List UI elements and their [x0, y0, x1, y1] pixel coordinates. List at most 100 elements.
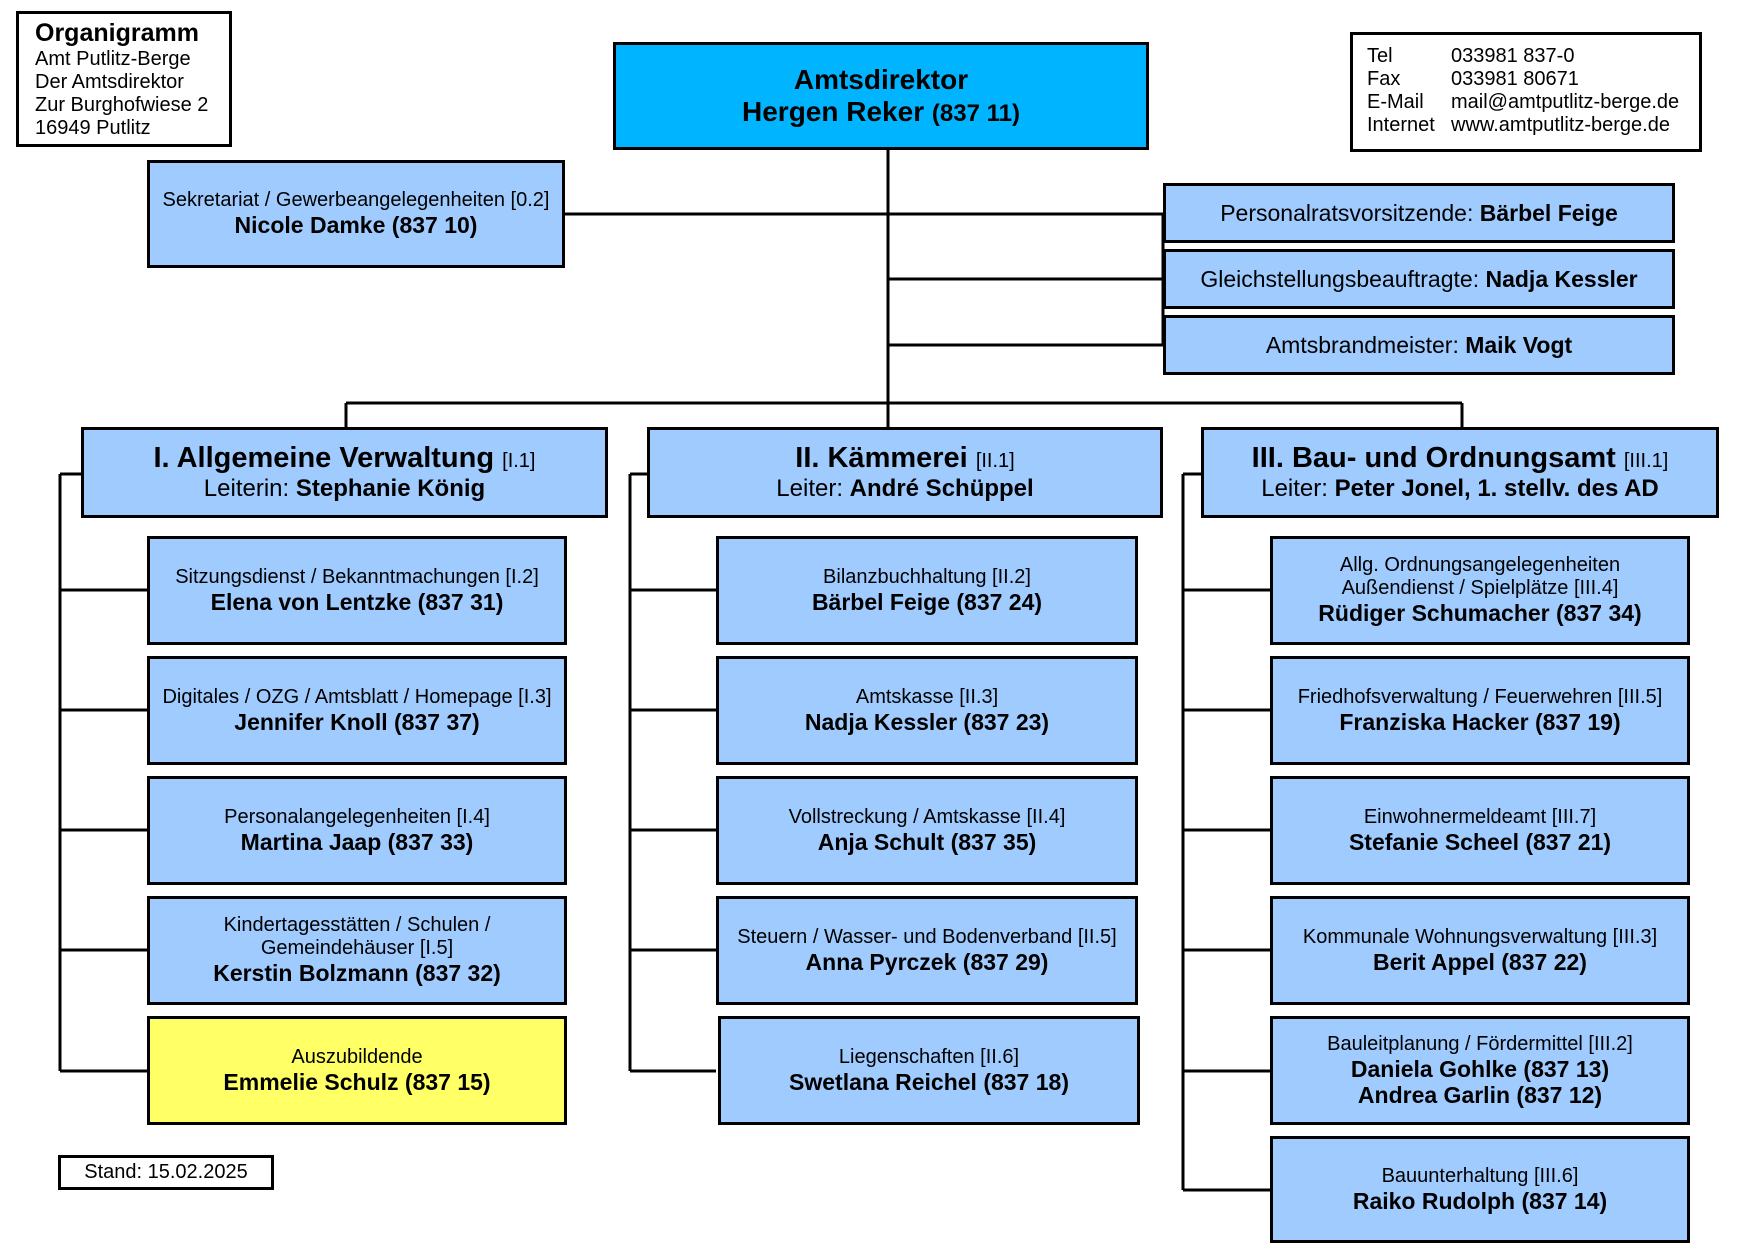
unit-label: Vollstreckung / Amtskasse [II.4] — [788, 805, 1066, 828]
department-box-1: I. Allgemeine Verwaltung [I.1] Leiterin:… — [81, 427, 608, 518]
unit-person: Anja Schult (837 35) — [817, 828, 1037, 855]
secretariat-box: Sekretariat / Gewerbeangelegenheiten [0.… — [147, 160, 565, 268]
contact-label: Fax — [1367, 68, 1401, 90]
department-head-label: Leiter: — [776, 475, 843, 503]
staff-role-person: Bärbel Feige — [1479, 199, 1618, 226]
unit-label: Auszubildende — [291, 1045, 423, 1068]
staff-role-box: Gleichstellungsbeauftragte: Nadja Kessle… — [1163, 249, 1675, 309]
contact-row: Fax 033981 80671 — [1367, 68, 1699, 91]
date-stamp: Stand: 15.02.2025 — [58, 1155, 274, 1190]
director-box: Amtsdirektor Hergen Reker (837 11) — [613, 42, 1149, 150]
department-head-name: Peter Jonel, 1. stellv. des AD — [1334, 475, 1659, 503]
staff-role-label: Gleichstellungsbeauftragte: — [1200, 265, 1480, 292]
unit-box: Vollstreckung / Amtskasse [II.4] Anja Sc… — [716, 776, 1138, 885]
unit-box: Kindertagesstätten / Schulen / Gemeindeh… — [147, 896, 567, 1005]
department-title: I. Allgemeine Verwaltung — [153, 442, 495, 475]
unit-person: Bärbel Feige (837 24) — [811, 588, 1043, 615]
unit-label: Kommunale Wohnungsverwaltung [III.3] — [1302, 925, 1658, 948]
department-head-name: André Schüppel — [849, 475, 1034, 503]
contact-value: 033981 80671 — [1451, 68, 1579, 90]
director-name: Hergen Reker — [742, 96, 925, 127]
unit-person: Elena von Lentzke (837 31) — [210, 588, 504, 615]
department-title: II. Kämmerei — [795, 442, 968, 475]
unit-person: Kerstin Bolzmann (837 32) — [213, 960, 501, 987]
unit-label: Kindertagesstätten / Schulen / — [223, 914, 491, 937]
unit-person: Raiko Rudolph (837 14) — [1352, 1187, 1608, 1214]
unit-person: Emmelie Schulz (837 15) — [223, 1068, 491, 1095]
unit-person: Anna Pyrczek (837 29) — [805, 948, 1049, 975]
unit-person: Nicole Damke (837 10) — [234, 212, 478, 239]
unit-label: Allg. Ordnungsangelegenheiten — [1339, 554, 1621, 577]
unit-label: Außendienst / Spielplätze [III.4] — [1341, 577, 1619, 600]
contact-value: mail@amtputlitz-berge.de — [1451, 91, 1680, 113]
unit-box: Einwohnermeldeamt [III.7] Stefanie Schee… — [1270, 776, 1690, 885]
staff-role-label: Personalratsvorsitzende: — [1220, 199, 1474, 226]
unit-box: Bilanzbuchhaltung [II.2] Bärbel Feige (8… — [716, 536, 1138, 645]
staff-role-person: Maik Vogt — [1465, 331, 1573, 358]
unit-person: Nadja Kessler (837 23) — [804, 708, 1050, 735]
contact-label: Tel — [1367, 45, 1393, 67]
unit-person: Berit Appel (837 22) — [1373, 948, 1587, 975]
unit-label: Digitales / OZG / Amtsblatt / Homepage [… — [162, 685, 552, 708]
org-chart-title: Organigramm — [35, 19, 199, 47]
staff-role-label: Amtsbrandmeister: — [1265, 331, 1459, 358]
address-line: Amt Putlitz-Berge — [35, 47, 191, 70]
staff-role-box: Amtsbrandmeister: Maik Vogt — [1163, 315, 1675, 375]
unit-person: Franziska Hacker (837 19) — [1339, 708, 1621, 735]
unit-label: Sekretariat / Gewerbeangelegenheiten [0.… — [162, 189, 550, 212]
unit-label: Friedhofsverwaltung / Feuerwehren [III.5… — [1297, 685, 1663, 708]
contact-box: Tel 033981 837-0 Fax 033981 80671 E-Mail ma… — [1350, 32, 1702, 152]
department-code: [I.1] — [502, 450, 536, 473]
contact-value: 033981 837-0 — [1451, 45, 1575, 67]
unit-box: Liegenschaften [II.6] Swetlana Reichel (… — [718, 1016, 1140, 1125]
department-box-3: III. Bau- und Ordnungsamt [III.1] Leiter… — [1201, 427, 1719, 518]
contact-value: www.amtputlitz-berge.de — [1451, 114, 1670, 136]
unit-person: Daniela Gohlke (837 13) — [1350, 1055, 1610, 1082]
trainee-box: Auszubildende Emmelie Schulz (837 15) — [147, 1016, 567, 1125]
address-line: Zur Burghofwiese 2 — [35, 93, 209, 116]
unit-box: Bauunterhaltung [III.6] Raiko Rudolph (8… — [1270, 1136, 1690, 1243]
department-head-name: Stephanie König — [295, 475, 486, 503]
department-box-2: II. Kämmerei [II.1] Leiter: André Schüpp… — [647, 427, 1163, 518]
staff-role-person: Nadja Kessler — [1485, 265, 1638, 292]
department-head-label: Leiterin: — [203, 475, 290, 503]
department-code: [III.1] — [1623, 450, 1669, 473]
address-box: Organigramm Amt Putlitz-Berge Der Amtsdi… — [16, 11, 232, 147]
department-title: III. Bau- und Ordnungsamt — [1251, 442, 1616, 475]
unit-person: Martina Jaap (837 33) — [240, 828, 474, 855]
unit-box: Digitales / OZG / Amtsblatt / Homepage [… — [147, 656, 567, 765]
unit-label: Liegenschaften [II.6] — [838, 1045, 1020, 1068]
contact-label: E-Mail — [1367, 91, 1424, 113]
unit-box: Allg. Ordnungsangelegenheiten Außendiens… — [1270, 536, 1690, 645]
department-head-label: Leiter: — [1261, 475, 1328, 503]
department-code: [II.1] — [975, 450, 1015, 473]
unit-label: Steuern / Wasser- und Bodenverband [II.5… — [737, 925, 1117, 948]
unit-person: Rüdiger Schumacher (837 34) — [1318, 600, 1642, 627]
contact-row: E-Mail mail@amtputlitz-berge.de — [1367, 91, 1699, 114]
unit-person: Jennifer Knoll (837 37) — [234, 708, 480, 735]
director-phone: (837 11) — [931, 100, 1020, 127]
unit-label: Gemeindehäuser [I.5] — [260, 937, 454, 960]
unit-box: Kommunale Wohnungsverwaltung [III.3] Ber… — [1270, 896, 1690, 1005]
unit-box: Bauleitplanung / Fördermittel [III.2] Da… — [1270, 1016, 1690, 1125]
contact-row: Tel 033981 837-0 — [1367, 45, 1699, 68]
unit-label: Einwohnermeldeamt [III.7] — [1363, 805, 1597, 828]
unit-box: Steuern / Wasser- und Bodenverband [II.5… — [716, 896, 1138, 1005]
unit-box: Sitzungsdienst / Bekanntmachungen [I.2] … — [147, 536, 567, 645]
unit-label: Bauleitplanung / Fördermittel [III.2] — [1327, 1032, 1633, 1055]
unit-person: Swetlana Reichel (837 18) — [789, 1068, 1069, 1095]
director-title: Amtsdirektor — [793, 63, 969, 95]
unit-label: Amtskasse [II.3] — [855, 685, 999, 708]
unit-person: Stefanie Scheel (837 21) — [1348, 828, 1612, 855]
address-line: 16949 Putlitz — [35, 116, 151, 139]
unit-box: Friedhofsverwaltung / Feuerwehren [III.5… — [1270, 656, 1690, 765]
address-line: Der Amtsdirektor — [35, 70, 184, 93]
unit-box: Personalangelegenheiten [I.4] Martina Ja… — [147, 776, 567, 885]
unit-person: Andrea Garlin (837 12) — [1357, 1082, 1603, 1108]
unit-label: Bilanzbuchhaltung [II.2] — [823, 565, 1031, 588]
unit-label: Bauunterhaltung [III.6] — [1381, 1164, 1579, 1187]
unit-box: Amtskasse [II.3] Nadja Kessler (837 23) — [716, 656, 1138, 765]
unit-label: Sitzungsdienst / Bekanntmachungen [I.2] — [175, 565, 539, 588]
